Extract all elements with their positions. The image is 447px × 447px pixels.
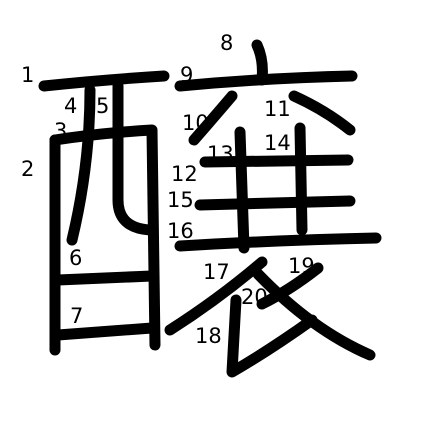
stroke-number-20: 20 (241, 285, 268, 309)
stroke-number-8: 8 (220, 31, 233, 55)
stroke-12 (199, 154, 354, 168)
stroke-number-19: 19 (288, 254, 315, 278)
stroke-10 (188, 90, 238, 146)
stroke-number-1: 1 (21, 63, 34, 87)
stroke-3 (49, 124, 161, 351)
stroke-number-14: 14 (264, 131, 291, 155)
stroke-number-4: 4 (64, 94, 77, 118)
stroke-number-10: 10 (182, 111, 209, 135)
stroke-15 (194, 195, 356, 211)
stroke-number-9: 9 (180, 63, 193, 87)
stroke-20 (252, 268, 376, 361)
stroke-number-12: 12 (171, 162, 198, 186)
stroke-18 (226, 294, 318, 378)
stroke-13 (234, 126, 250, 254)
stroke-16 (174, 232, 382, 252)
stroke-14 (294, 122, 308, 236)
stroke-number-16: 16 (167, 219, 194, 243)
stroke-11 (288, 90, 356, 136)
stroke-number-2: 2 (21, 157, 34, 181)
stroke-5 (112, 80, 156, 236)
stroke-number-5: 5 (96, 94, 109, 118)
stroke-19 (256, 262, 324, 310)
stroke-7 (52, 322, 158, 341)
stroke-number-15: 15 (167, 188, 194, 212)
stroke-6 (52, 270, 158, 286)
stroke-9 (174, 70, 358, 92)
stroke-number-6: 6 (69, 246, 82, 270)
stroke-number-3: 3 (54, 119, 67, 143)
stroke-number-7: 7 (70, 304, 83, 328)
stroke-number-13: 13 (207, 142, 234, 166)
stroke-4 (66, 84, 96, 246)
stroke-number-18: 18 (195, 324, 222, 348)
stroke-number-11: 11 (264, 97, 291, 121)
stroke-17 (164, 256, 268, 336)
stroke-1 (38, 70, 170, 92)
stroke-number-17: 17 (203, 260, 230, 284)
